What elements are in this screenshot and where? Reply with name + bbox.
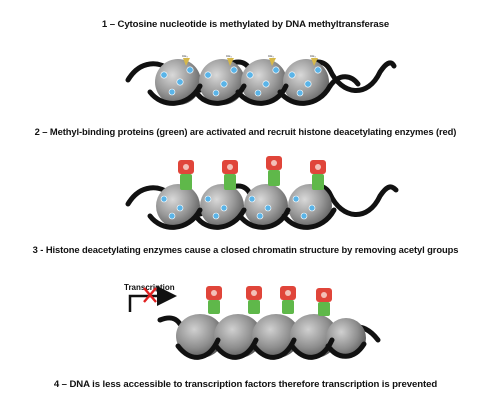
blocked-x-icon bbox=[143, 287, 157, 303]
protein-complex-2 bbox=[222, 160, 238, 190]
step-1-nucleosome-diagram: CH₃ CH₃ CH₃ CH₃ bbox=[125, 54, 397, 106]
methyl-group-dots bbox=[160, 66, 322, 97]
svg-text:CH₃: CH₃ bbox=[268, 54, 274, 58]
protein-complex-4 bbox=[310, 160, 326, 190]
transcription-arrow: Transcription bbox=[124, 283, 177, 312]
svg-text:CH₃: CH₃ bbox=[226, 54, 232, 58]
step-2-caption: 2 – Methyl-binding proteins (green) are … bbox=[34, 126, 457, 137]
transcription-label: Transcription bbox=[124, 283, 175, 292]
svg-text:CH₃: CH₃ bbox=[310, 54, 316, 58]
protein-complex-b bbox=[246, 286, 262, 314]
step-3-closed-chromatin-diagram: Transcription bbox=[124, 283, 381, 360]
step-2-nucleosome-diagram bbox=[125, 156, 399, 230]
step-4-caption: 4 – DNA is less accessible to transcript… bbox=[53, 379, 438, 390]
step-3-caption: 3 - Histone deacetylating enzymes cause … bbox=[32, 244, 459, 255]
protein-complex-a bbox=[206, 286, 222, 314]
protein-complex-3 bbox=[266, 156, 282, 186]
step-1-caption: 1 – Cytosine nucleotide is methylated by… bbox=[101, 19, 390, 30]
methyl-tags: CH₃ CH₃ CH₃ CH₃ bbox=[182, 54, 318, 66]
protein-complex-d bbox=[316, 288, 332, 316]
protein-complex-1 bbox=[178, 160, 194, 190]
protein-complex-c bbox=[280, 286, 296, 314]
svg-text:CH₃: CH₃ bbox=[182, 54, 188, 58]
